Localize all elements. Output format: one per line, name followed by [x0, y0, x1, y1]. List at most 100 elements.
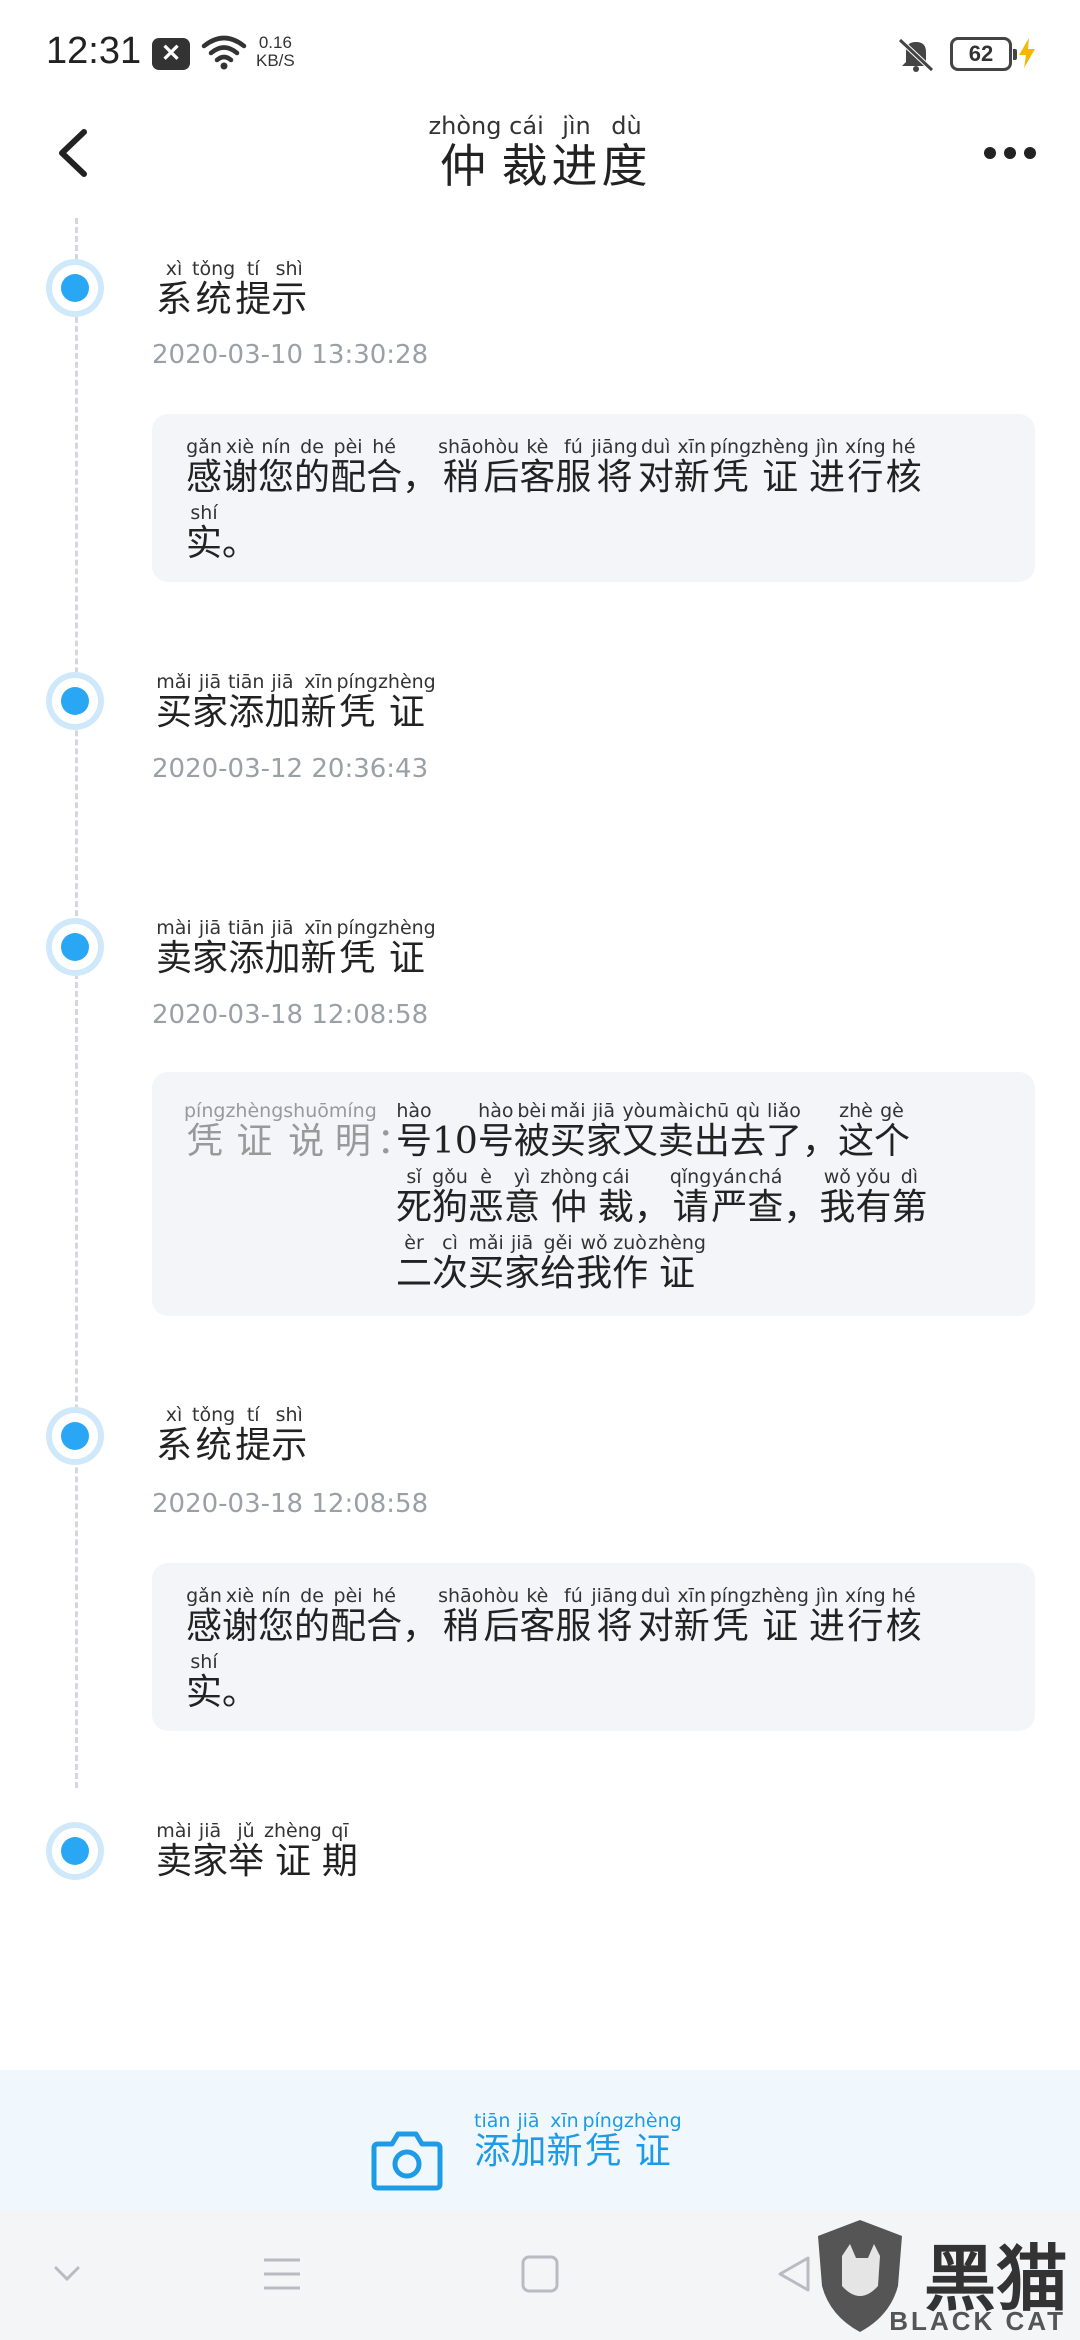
back-triangle-icon[interactable] [774, 2254, 814, 2294]
pinyin: jiā [198, 671, 222, 693]
pinyin: gè [880, 1100, 904, 1122]
hanzi: 加 [264, 692, 301, 733]
hanzi: 系 [156, 279, 193, 320]
hanzi: 出 [693, 1121, 730, 1162]
chevron-down-icon[interactable] [50, 2262, 84, 2286]
hanzi: 第 [891, 1187, 928, 1228]
hanzi: 新 [546, 2131, 583, 2172]
hanzi: ， [402, 457, 439, 498]
pinyin: shì [275, 258, 303, 280]
pinyin: zhèng [264, 1820, 322, 1842]
pinyin: gěi [543, 1232, 573, 1254]
hanzi: 提 [235, 1425, 272, 1466]
hanzi: 裁 [501, 139, 552, 193]
home-square-icon[interactable] [520, 2254, 560, 2294]
ruby-char: ： [377, 1100, 413, 1162]
hanzi: 示 [271, 1425, 308, 1466]
pinyin: liǎo [767, 1100, 801, 1122]
charging-bolt-icon [1019, 38, 1035, 68]
pinyin: xīn [677, 1585, 706, 1607]
pinyin [432, 1100, 478, 1122]
hanzi: 统 [195, 279, 232, 320]
hanzi: 说 [288, 1121, 325, 1162]
hanzi: 新 [300, 938, 337, 979]
pinyin: èr [404, 1232, 424, 1254]
hanzi: 卖 [657, 1121, 694, 1162]
pinyin: de [300, 436, 324, 458]
pinyin: sǐ [406, 1166, 422, 1188]
pinyin: xīn [304, 671, 333, 693]
hanzi: 度 [601, 139, 652, 193]
hanzi: 新 [673, 1606, 710, 1647]
pinyin: qī [331, 1820, 349, 1842]
hanzi: 卖 [156, 938, 193, 979]
network-speed-value: 0.16 [258, 33, 292, 52]
pinyin: hé [891, 436, 916, 458]
wifi-icon [201, 35, 247, 70]
pinyin: hé [372, 436, 396, 458]
pinyin: jǔ [237, 1820, 255, 1842]
back-button[interactable] [40, 118, 110, 188]
pinyin: zuò [613, 1232, 647, 1254]
pinyin [802, 1100, 838, 1122]
hanzi: 证 [634, 2131, 671, 2172]
hanzi: 家 [192, 938, 229, 979]
hanzi: 您 [258, 457, 295, 498]
pinyin: xì [165, 1404, 183, 1426]
hanzi: 次 [432, 1253, 469, 1294]
hanzi: 后 [483, 457, 520, 498]
menu-icon[interactable] [262, 2256, 302, 2292]
hanzi: 凭 [712, 457, 749, 498]
pinyin: mài [156, 917, 192, 939]
pinyin: è [480, 1166, 492, 1188]
pinyin: jìn [815, 1585, 839, 1607]
pinyin [402, 1585, 438, 1607]
pinyin: shāo [438, 1585, 484, 1607]
pinyin: qǐng [669, 1166, 712, 1188]
hanzi: 稍 [442, 1606, 479, 1647]
event-time: 2020-03-12 20:36:43 [152, 754, 429, 784]
hanzi: 客 [519, 1606, 556, 1647]
hanzi: 。 [222, 1672, 259, 1713]
hanzi: 加 [510, 2131, 547, 2172]
pinyin: mǎi [550, 1100, 586, 1122]
pinyin: zhèng [377, 671, 436, 693]
pinyin: dù [611, 112, 642, 140]
more-options-button[interactable] [980, 138, 1040, 168]
hanzi: 您 [258, 1606, 295, 1647]
pinyin: tiān [228, 671, 265, 693]
hanzi: 证 [762, 457, 799, 498]
